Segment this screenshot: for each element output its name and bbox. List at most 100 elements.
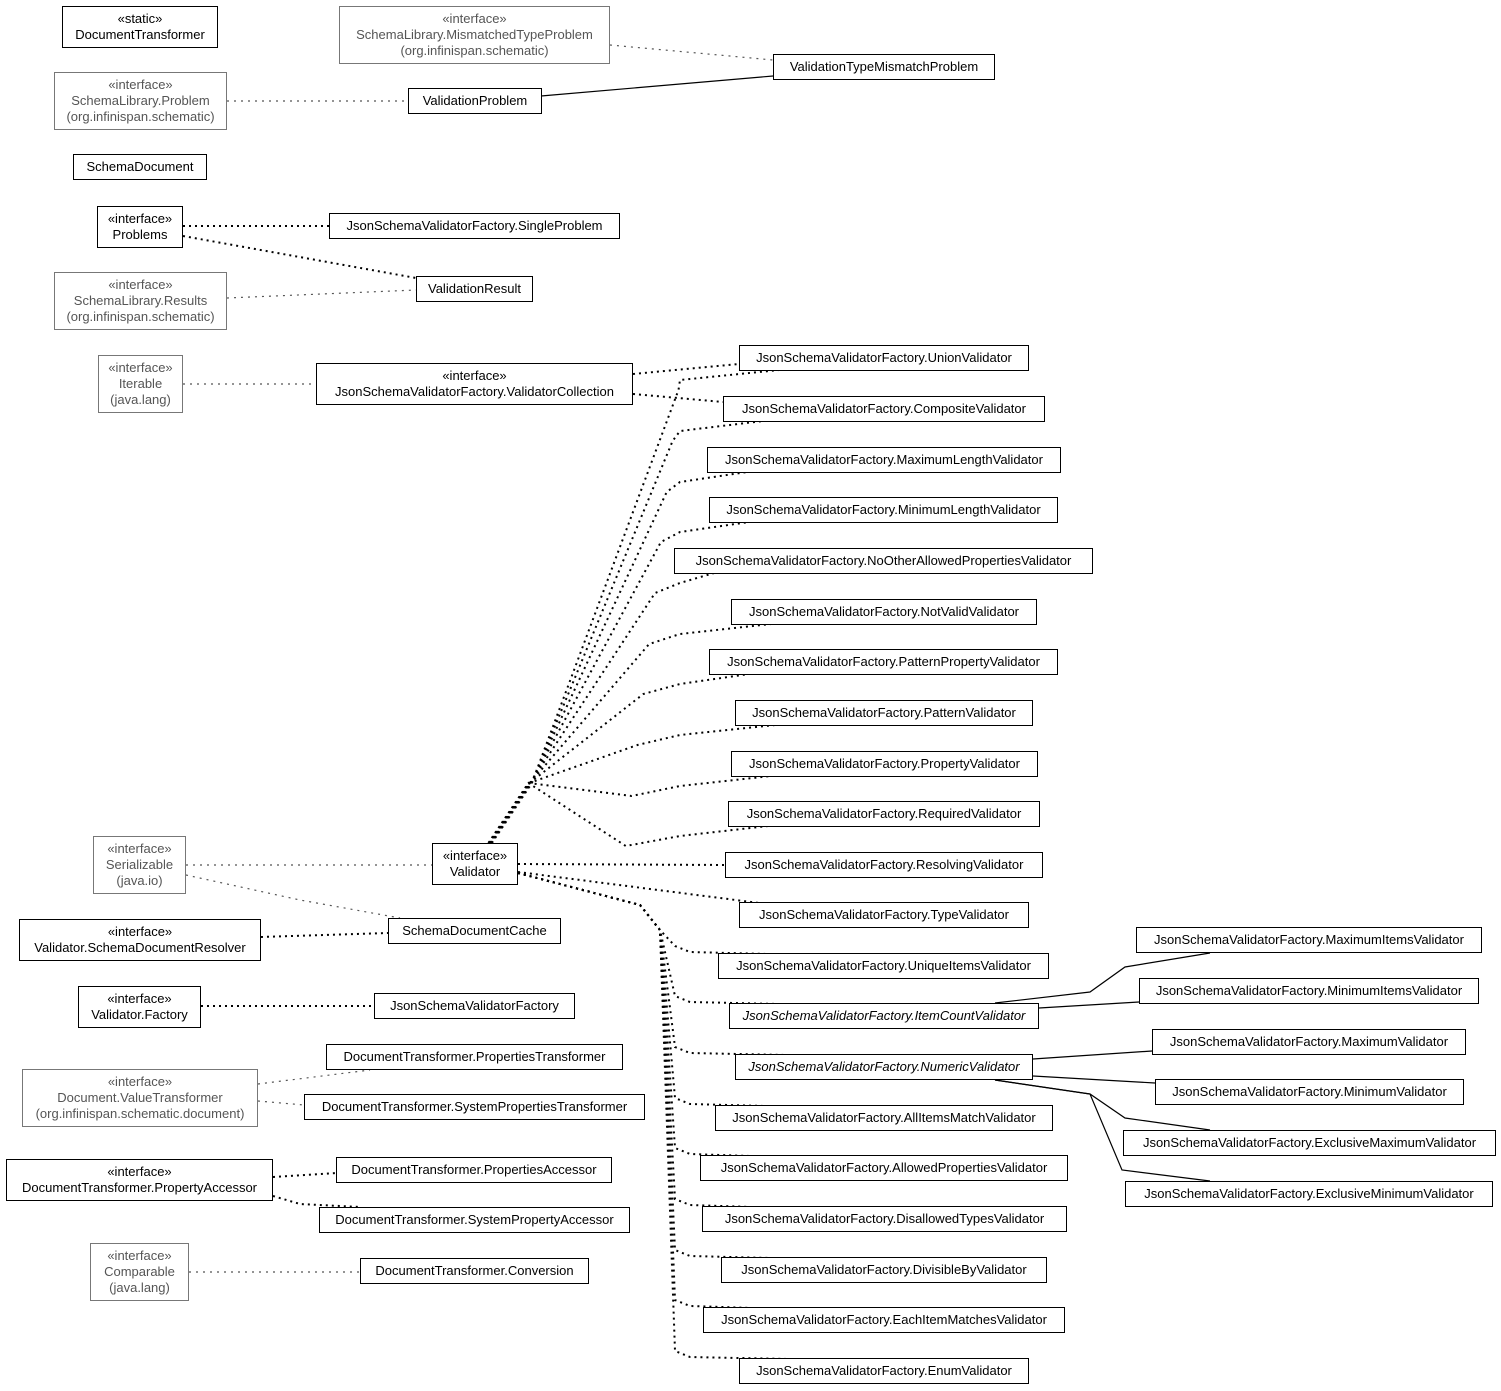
node-maximumvalidator[interactable]: JsonSchemaValidatorFactory.MaximumValida… — [1152, 1029, 1466, 1055]
node-propertiesaccessor[interactable]: DocumentTransformer.PropertiesAccessor — [336, 1157, 612, 1183]
node-name: ValidationTypeMismatchProblem — [789, 59, 979, 74]
node-name: DocumentTransformer — [75, 27, 205, 42]
node-schemadocumentcache[interactable]: SchemaDocumentCache — [388, 918, 561, 944]
node-stereotype: «interface» — [442, 368, 507, 383]
node-stereotype: «interface» — [108, 277, 173, 292]
node-propertyvalidator[interactable]: JsonSchemaValidatorFactory.PropertyValid… — [731, 751, 1038, 777]
node-schemadocumentresolver[interactable]: «interface»Validator.SchemaDocumentResol… — [19, 919, 261, 961]
edge-validationproblem-to-validationtypemismatchproblem — [540, 75, 774, 97]
node-numericvalidator[interactable]: JsonSchemaValidatorFactory.NumericValida… — [735, 1054, 1033, 1080]
node-name: JsonSchemaValidatorFactory.ExclusiveMaxi… — [1142, 1135, 1477, 1150]
node-jsonschemavalidatorfactory[interactable]: JsonSchemaValidatorFactory — [374, 993, 575, 1019]
node-name: DocumentTransformer.PropertiesTransforme… — [343, 1049, 606, 1064]
node-name: JsonSchemaValidatorFactory.EnumValidator — [756, 1363, 1012, 1378]
node-stereotype: «interface» — [107, 211, 173, 226]
node-name: JsonSchemaValidatorFactory.NumericValida… — [748, 1059, 1020, 1074]
node-maximumlengthvalidator[interactable]: JsonSchemaValidatorFactory.MaximumLength… — [707, 447, 1061, 473]
node-minimumvalidator[interactable]: JsonSchemaValidatorFactory.MinimumValida… — [1155, 1079, 1464, 1105]
node-package: (java.lang) — [109, 1280, 170, 1295]
node-minimumlengthvalidator[interactable]: JsonSchemaValidatorFactory.MinimumLength… — [709, 497, 1058, 523]
node-divisiblebyvalidator[interactable]: JsonSchemaValidatorFactory.DivisibleByVa… — [721, 1257, 1047, 1283]
node-stereotype: «interface» — [107, 1248, 172, 1263]
node-iterable[interactable]: «interface»Iterable(java.lang) — [98, 355, 183, 413]
node-comparable[interactable]: «interface»Comparable(java.lang) — [90, 1243, 189, 1301]
node-validationtypemismatchproblem[interactable]: ValidationTypeMismatchProblem — [773, 54, 995, 80]
node-conversion[interactable]: DocumentTransformer.Conversion — [360, 1258, 589, 1284]
node-nootherallowedpropertiesvalidator[interactable]: JsonSchemaValidatorFactory.NoOtherAllowe… — [674, 548, 1093, 574]
node-uniqueitemsvalidator[interactable]: JsonSchemaValidatorFactory.UniqueItemsVa… — [718, 953, 1049, 979]
node-exclusivemaximumvalidator[interactable]: JsonSchemaValidatorFactory.ExclusiveMaxi… — [1123, 1130, 1496, 1156]
node-schemalibrary-results[interactable]: «interface»SchemaLibrary.Results(org.inf… — [54, 272, 227, 330]
node-patternpropertyvalidator[interactable]: JsonSchemaValidatorFactory.PatternProper… — [709, 649, 1058, 675]
node-package: (org.infinispan.schematic) — [66, 309, 215, 324]
node-allitemsmatchvalidator[interactable]: JsonSchemaValidatorFactory.AllItemsMatch… — [715, 1105, 1053, 1131]
node-name: JsonSchemaValidatorFactory.UniqueItemsVa… — [736, 958, 1031, 973]
node-notvalidvalidator[interactable]: JsonSchemaValidatorFactory.NotValidValid… — [731, 599, 1037, 625]
edge-itemcountvalidator-to-minimumitemsvalidator — [1038, 1001, 1140, 1009]
node-stereotype: «interface» — [108, 77, 173, 92]
node-validatorcollection[interactable]: «interface»JsonSchemaValidatorFactory.Va… — [316, 363, 633, 405]
node-name: JsonSchemaValidatorFactory — [390, 998, 559, 1013]
node-stereotype: «interface» — [107, 1164, 172, 1179]
node-validationproblem[interactable]: ValidationProblem — [408, 88, 542, 114]
node-itemcountvalidator[interactable]: JsonSchemaValidatorFactory.ItemCountVali… — [729, 1003, 1039, 1029]
edge-validator-to-numericvalidator — [517, 872, 786, 1056]
node-name: JsonSchemaValidatorFactory.UnionValidato… — [756, 350, 1012, 365]
node-stereotype: «interface» — [107, 924, 173, 939]
node-stereotype: «static» — [117, 11, 163, 26]
edge-valuetransformer-to-systempropertiestransformer — [257, 1100, 305, 1106]
node-resolvingvalidator[interactable]: JsonSchemaValidatorFactory.ResolvingVali… — [725, 852, 1043, 878]
node-stereotype: «interface» — [108, 360, 173, 375]
node-singleproblem[interactable]: JsonSchemaValidatorFactory.SingleProblem — [329, 213, 620, 239]
node-enumvalidator[interactable]: JsonSchemaValidatorFactory.EnumValidator — [739, 1358, 1029, 1384]
node-systempropertyaccessor[interactable]: DocumentTransformer.SystemPropertyAccess… — [319, 1207, 630, 1233]
node-compositevalidator[interactable]: JsonSchemaValidatorFactory.CompositeVali… — [723, 396, 1045, 422]
node-serializable[interactable]: «interface»Serializable(java.io) — [93, 836, 186, 894]
node-documenttransformer[interactable]: «static»DocumentTransformer — [62, 6, 218, 48]
node-name: JsonSchemaValidatorFactory.ExclusiveMini… — [1144, 1186, 1474, 1201]
node-systempropertiestransformer[interactable]: DocumentTransformer.SystemPropertiesTran… — [304, 1094, 645, 1120]
node-exclusiveminimumvalidator[interactable]: JsonSchemaValidatorFactory.ExclusiveMini… — [1125, 1181, 1493, 1207]
node-allowedpropertiesvalidator[interactable]: JsonSchemaValidatorFactory.AllowedProper… — [700, 1155, 1068, 1181]
node-minimumitemsvalidator[interactable]: JsonSchemaValidatorFactory.MinimumItemsV… — [1139, 978, 1479, 1004]
node-problems[interactable]: «interface»Problems — [97, 206, 183, 248]
node-validationresult[interactable]: ValidationResult — [416, 276, 533, 302]
node-schemalibrary-problem[interactable]: «interface»SchemaLibrary.Problem(org.inf… — [54, 72, 227, 130]
node-disallowedtypesvalidator[interactable]: JsonSchemaValidatorFactory.DisallowedTyp… — [702, 1206, 1067, 1232]
edge-validator-to-uniqueitemsvalidator — [517, 872, 769, 955]
node-requiredvalidator[interactable]: JsonSchemaValidatorFactory.RequiredValid… — [728, 801, 1040, 827]
node-name: Validator.Factory — [91, 1007, 188, 1022]
edge-validator-to-allitemsmatchvalidator — [517, 872, 766, 1107]
node-maximumitemsvalidator[interactable]: JsonSchemaValidatorFactory.MaximumItemsV… — [1136, 927, 1482, 953]
node-name: JsonSchemaValidatorFactory.PatternValida… — [752, 705, 1016, 720]
node-validator-factory[interactable]: «interface»Validator.Factory — [78, 986, 201, 1028]
node-name: SchemaDocumentCache — [402, 923, 547, 938]
node-name: JsonSchemaValidatorFactory.MinimumLength… — [726, 502, 1041, 517]
node-name: JsonSchemaValidatorFactory.MaximumItemsV… — [1154, 932, 1464, 947]
node-stereotype: «interface» — [107, 841, 172, 856]
node-name: ValidationResult — [428, 281, 521, 296]
node-validator[interactable]: «interface»Validator — [432, 843, 518, 885]
node-schemadocument[interactable]: SchemaDocument — [73, 154, 207, 180]
node-package: (org.infinispan.schematic) — [400, 43, 549, 58]
node-typevalidator[interactable]: JsonSchemaValidatorFactory.TypeValidator — [739, 902, 1029, 928]
node-name: JsonSchemaValidatorFactory.DisallowedTyp… — [724, 1211, 1045, 1226]
node-mismatchedtypeproblem[interactable]: «interface»SchemaLibrary.MismatchedTypeP… — [339, 6, 610, 64]
edge-validator-to-divisiblebyvalidator — [517, 872, 772, 1259]
node-package: (org.infinispan.schematic) — [66, 109, 215, 124]
node-name: Problems — [112, 227, 168, 242]
edge-validator-to-allowedpropertiesvalidator — [517, 872, 751, 1157]
node-eachitemmatchesvalidator[interactable]: JsonSchemaValidatorFactory.EachItemMatch… — [703, 1307, 1065, 1333]
node-package: (org.infinispan.schematic.document) — [35, 1106, 245, 1121]
node-unionvalidator[interactable]: JsonSchemaValidatorFactory.UnionValidato… — [739, 345, 1029, 371]
node-stereotype: «interface» — [442, 11, 507, 26]
node-propertyaccessor[interactable]: «interface»DocumentTransformer.PropertyA… — [6, 1159, 273, 1201]
node-name: DocumentTransformer.PropertyAccessor — [21, 1180, 258, 1195]
node-name: SchemaLibrary.MismatchedTypeProblem — [356, 27, 593, 42]
node-patternvalidator[interactable]: JsonSchemaValidatorFactory.PatternValida… — [735, 700, 1033, 726]
node-propertiestransformer[interactable]: DocumentTransformer.PropertiesTransforme… — [326, 1044, 623, 1070]
node-name: Comparable — [104, 1264, 175, 1279]
node-valuetransformer[interactable]: «interface»Document.ValueTransformer(org… — [22, 1069, 258, 1127]
edge-valuetransformer-to-propertiestransformer — [257, 1069, 371, 1085]
node-name: JsonSchemaValidatorFactory.DivisibleByVa… — [741, 1262, 1027, 1277]
